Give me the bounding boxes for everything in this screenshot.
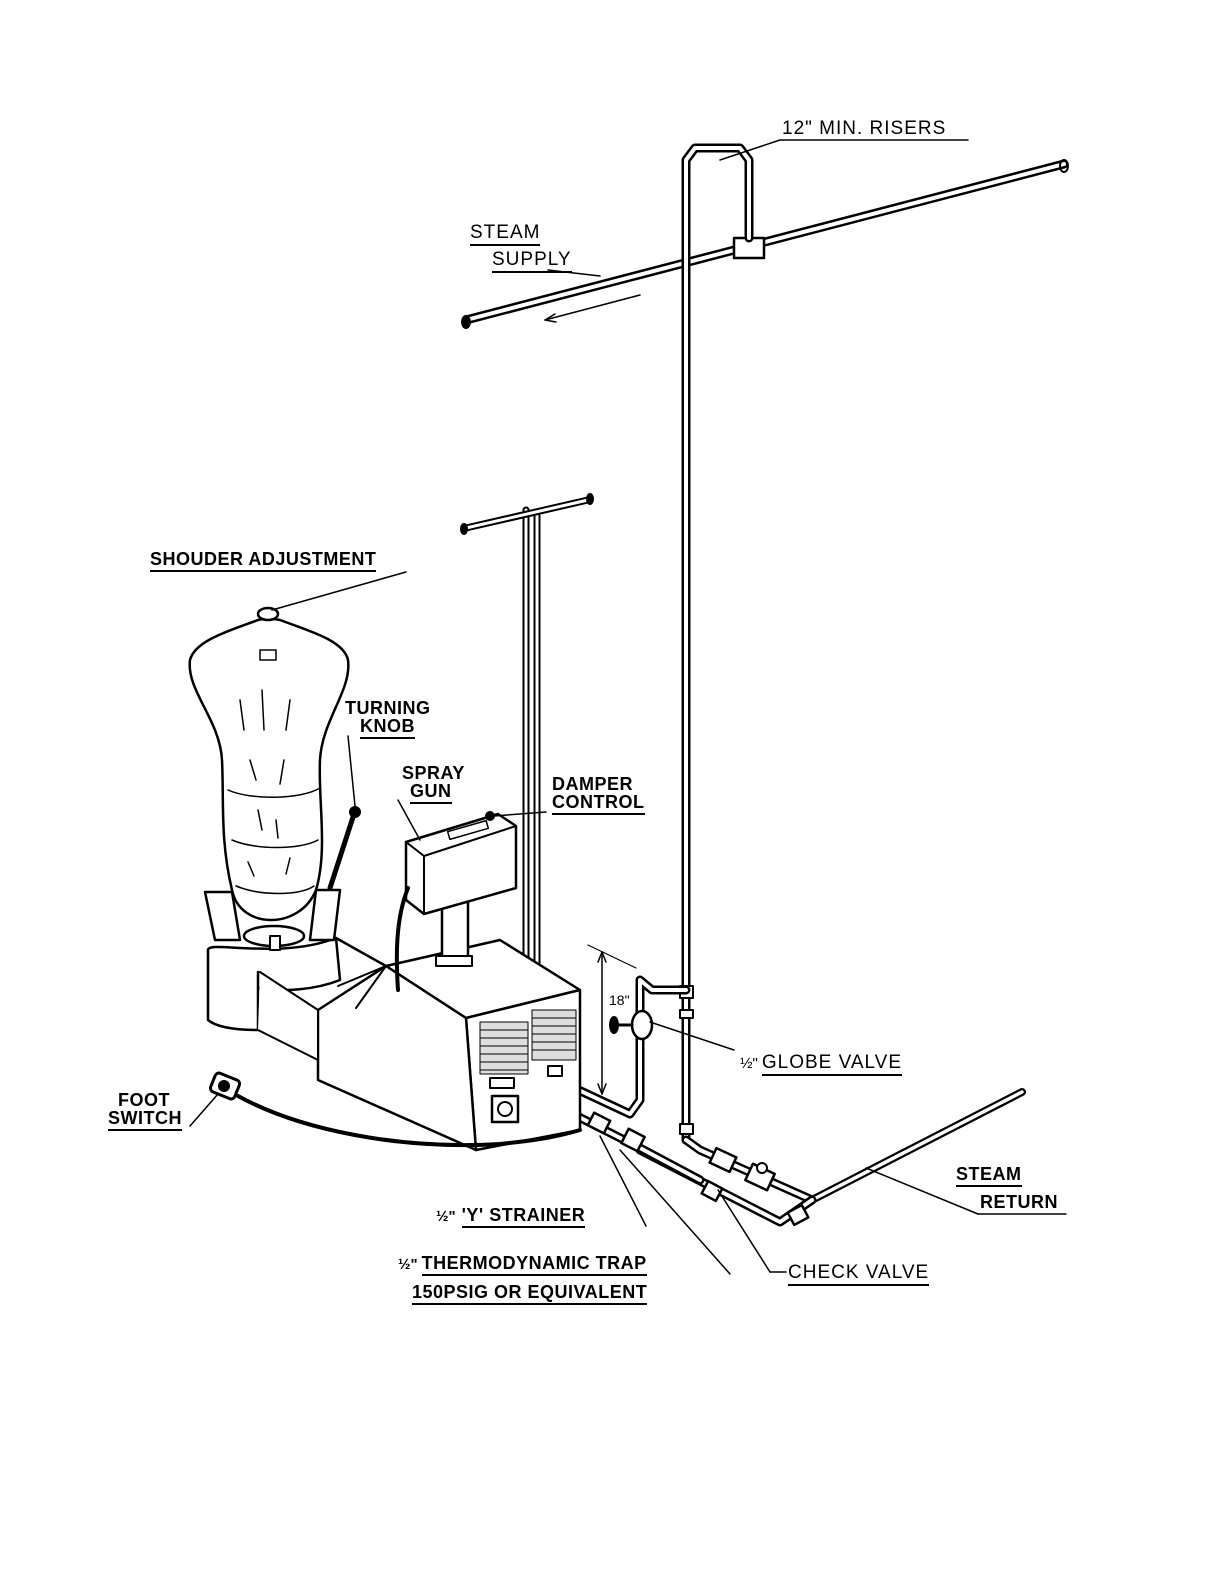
label-spray-gun-2: GUN: [410, 781, 452, 802]
steam-supply-main: [462, 160, 1068, 328]
label-steam-return-1: STEAM: [956, 1164, 1022, 1185]
label-min-risers: 12" MIN. RISERS: [782, 118, 946, 139]
label-damper-control-2: CONTROL: [552, 792, 645, 813]
label-y-strainer: ½"'Y' STRAINER: [436, 1205, 585, 1227]
steam-riser-loop: [680, 148, 749, 1140]
label-foot-switch-2: SWITCH: [108, 1108, 182, 1129]
branch-to-machine: [565, 945, 700, 1180]
label-globe-valve: ½"GLOBE VALVE: [740, 1052, 902, 1074]
label-check-valve: CHECK VALVE: [788, 1262, 929, 1283]
return-piping: [640, 1092, 1022, 1225]
label-steam-supply-2: SUPPLY: [492, 249, 572, 270]
label-steam-return-2: RETURN: [980, 1192, 1058, 1213]
label-dimension-18: 18": [609, 990, 630, 1011]
label-turning-knob-2: KNOB: [360, 716, 415, 737]
label-trap-rating: 150PSIG OR EQUIVALENT: [412, 1282, 647, 1303]
machine-cabinet: [318, 812, 580, 1150]
label-steam-supply-1: STEAM: [470, 222, 540, 243]
label-thermodynamic-trap: ½"THERMODYNAMIC TRAP: [398, 1253, 647, 1275]
label-shoulder-adjustment: SHOUDER ADJUSTMENT: [150, 549, 376, 570]
